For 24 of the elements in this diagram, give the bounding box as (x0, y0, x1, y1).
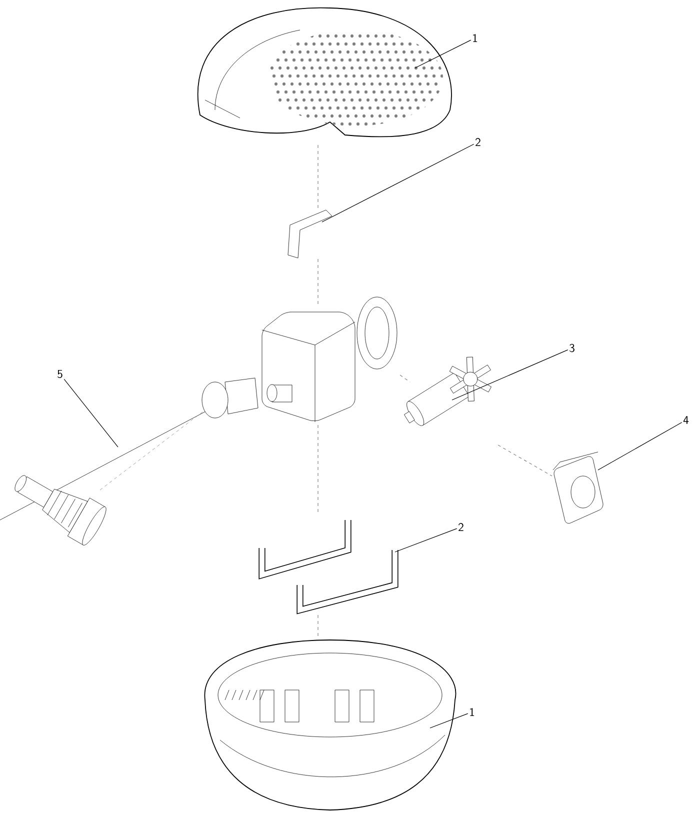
leader-line (452, 350, 568, 400)
callout-number: 5 (56, 368, 64, 380)
callout-number: 4 (682, 415, 690, 425)
leader-line (598, 422, 682, 470)
leader-line (64, 378, 118, 448)
callout-number: 2 (474, 136, 482, 148)
top-cover-drawing (197, 8, 452, 138)
callout-number: 1 (471, 32, 479, 44)
impeller-drawing (404, 356, 492, 426)
u-clip-drawing (258, 520, 398, 614)
base-drawing (204, 640, 456, 810)
callout-number: 2 (457, 522, 465, 532)
hose-connector-drawing (0, 378, 258, 546)
pump-housing-drawing (262, 296, 398, 422)
callout-number: 3 (568, 342, 576, 354)
clip-drawing (288, 210, 332, 258)
leader-line (414, 40, 472, 68)
alignment-line (498, 444, 552, 476)
callout-number: 1 (468, 706, 476, 718)
end-cap-drawing (552, 452, 604, 524)
leader-line (430, 713, 468, 728)
leader-line (394, 528, 458, 552)
alignment-line (400, 374, 410, 382)
leader-line (322, 144, 474, 222)
